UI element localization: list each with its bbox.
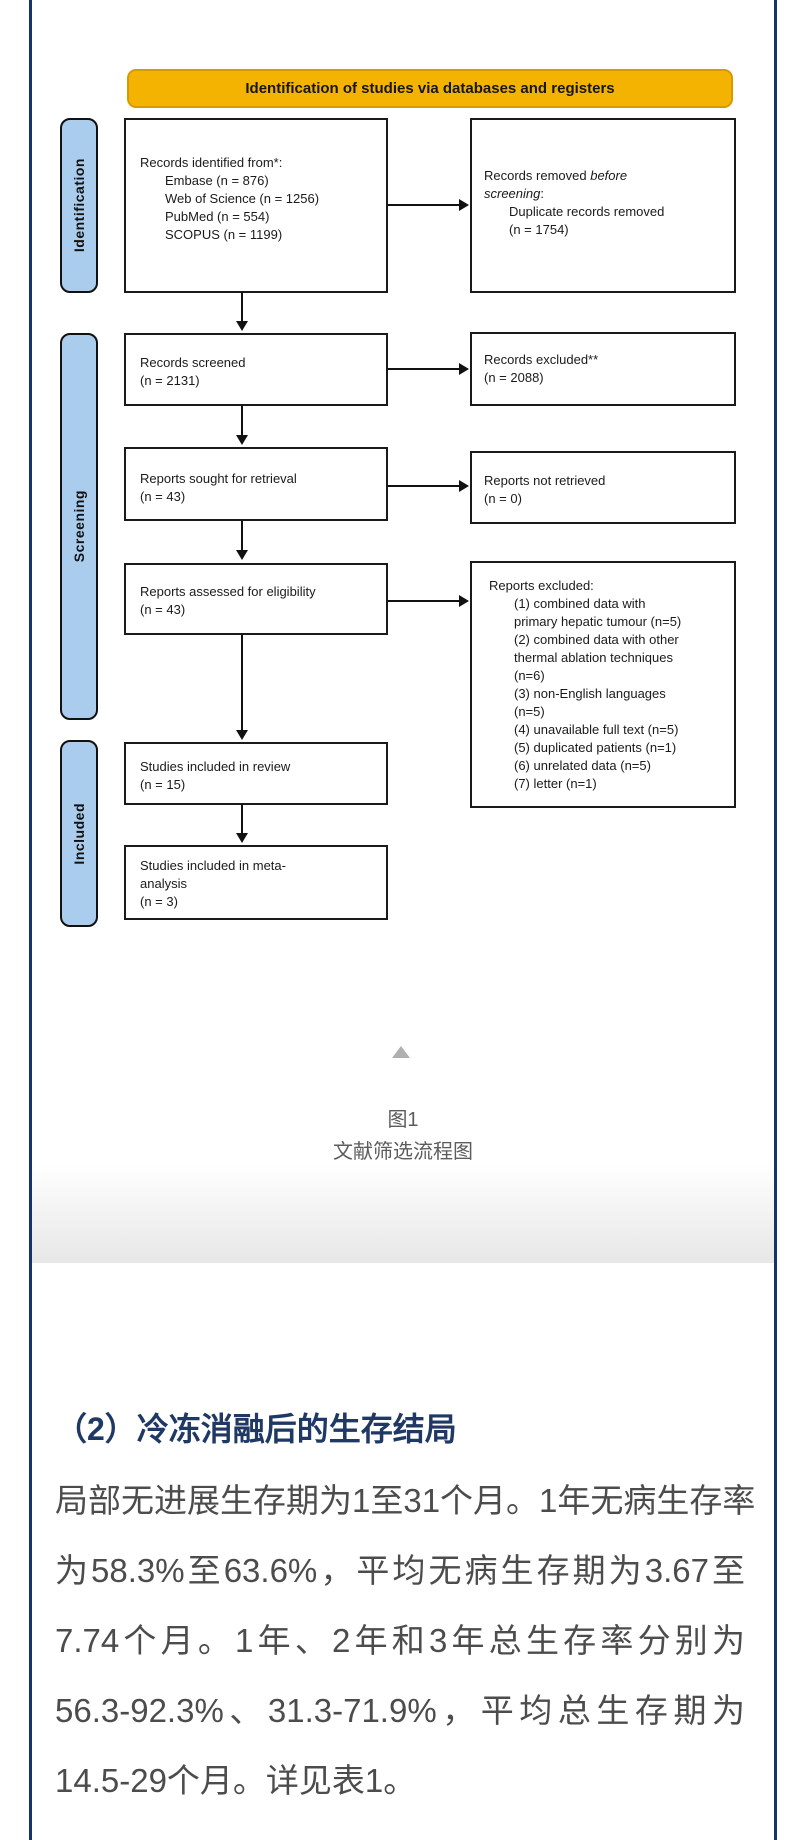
stage-included: Included [60,740,98,927]
stage-included-label: Included [71,802,87,865]
text-line: (5) duplicated patients (n=1) [514,740,677,755]
arrow-identified-to-removed [388,199,469,211]
text-line: (6) unrelated data (n=5) [514,758,651,773]
text-line: 为58.3%至63.6%，平均无病生存期为3.67至 [55,1552,745,1589]
text-line: 56.3-92.3%、31.3-71.9%，平均总生存期为 [55,1692,745,1729]
stage-screening-label: Screening [71,490,87,563]
arrow-identified-to-screened [236,293,248,331]
article-paragraph: 局部无进展生存期为1至31个月。1年无病生存率为58.3%至63.6%，平均无病… [55,1466,756,1816]
text-line: SCOPUS (n = 1199) [165,227,283,242]
text-line: PubMed (n = 554) [165,209,270,224]
text-line: primary hepatic tumour (n=5) [514,614,682,629]
text-line: (n = 2131) [140,373,200,388]
text-line: (2) combined data with other [514,632,679,647]
box-records-identified: Records identified from*: Embase (n = 876… [124,118,388,293]
text-line: (n = 1754) [509,222,569,237]
text-line: (n = 43) [140,489,186,504]
text-line: (4) unavailable full text (n=5) [514,722,679,737]
text-line: 14.5-29个月。详见表1。 [55,1762,417,1799]
arrow-assessed-to-review [236,635,248,740]
text-line: (n = 2088) [484,370,544,385]
text-line: Records screened [140,355,246,370]
box-reports-excluded-reasons: Reports excluded: (1) combined data with p… [470,561,736,808]
text-line: Studies included in meta- [140,858,286,873]
text-line: Records removed before [484,168,628,183]
collapse-figure-icon[interactable] [392,1046,410,1058]
text-line: Reports sought for retrieval [140,471,297,486]
text-line: Embase (n = 876) [165,173,269,188]
text-line: (n = 3) [140,894,178,909]
stage-identification-label: Identification [71,158,87,253]
box-reports-assessed: Reports assessed for eligibility (n = 43) [124,563,388,635]
text-line: Reports assessed for eligibility [140,584,316,599]
text-line: (n = 15) [140,777,186,792]
box-reports-sought: Reports sought for retrieval (n = 43) [124,447,388,521]
text-line: Duplicate records removed [509,204,665,219]
stage-identification: Identification [60,118,98,293]
text-line: (n = 43) [140,602,186,617]
text-line: Studies included in review [140,759,291,774]
text-line: screening: [484,186,544,201]
section-heading: （2）冷冻消融后的生存结局 [55,1411,457,1447]
arrow-sought-to-not-retrieved [388,480,469,492]
diagram-title-banner: Identification of studies via databases … [127,69,733,108]
text-line: Records identified from*: [140,155,283,170]
figure-title: 文献筛选流程图 [333,1141,473,1163]
figure-caption: 图1 文献筛选流程图 [32,1104,774,1168]
arrow-screened-to-excluded [388,363,469,375]
page-right-border [774,0,777,1840]
arrow-screened-to-sought [236,406,248,445]
stage-screening: Screening [60,333,98,720]
text-line: (n = 0) [484,491,522,506]
section-divider-band [32,1163,774,1263]
arrow-assessed-to-excluded [388,595,469,607]
arrow-sought-to-assessed [236,521,248,560]
text-line: 局部无进展生存期为1至31个月。1年无病生存率 [55,1482,756,1519]
box-records-removed: Records removed before screening: Duplicat… [470,118,736,293]
text-line: (n=6) [514,668,545,683]
text-line: 7.74个月。1年、2年和3年总生存率分别为 [55,1622,745,1659]
box-records-excluded: Records excluded** (n = 2088) [470,332,736,406]
text-line: Reports not retrieved [484,473,606,488]
text-line: thermal ablation techniques [514,650,673,665]
box-records-screened: Records screened (n = 2131) [124,333,388,406]
box-reports-not-retrieved: Reports not retrieved (n = 0) [470,451,736,524]
text-line: Records excluded** [484,352,599,367]
text-line: (n=5) [514,704,545,719]
text-line: Web of Science (n = 1256) [165,191,320,206]
page-left-border [29,0,32,1840]
text-line: (7) letter (n=1) [514,776,597,791]
arrow-review-to-meta-analysis [236,805,248,843]
box-studies-in-review: Studies included in review (n = 15) [124,742,388,805]
figure-label: 图1 [387,1109,419,1131]
box-studies-in-meta-analysis: Studies included in meta-analysis (n = 3) [124,845,388,920]
text-line: Reports excluded: [489,578,594,593]
text-line: analysis [140,876,187,891]
text-line: (1) combined data with [514,596,646,611]
text-line: (3) non-English languages [514,686,666,701]
